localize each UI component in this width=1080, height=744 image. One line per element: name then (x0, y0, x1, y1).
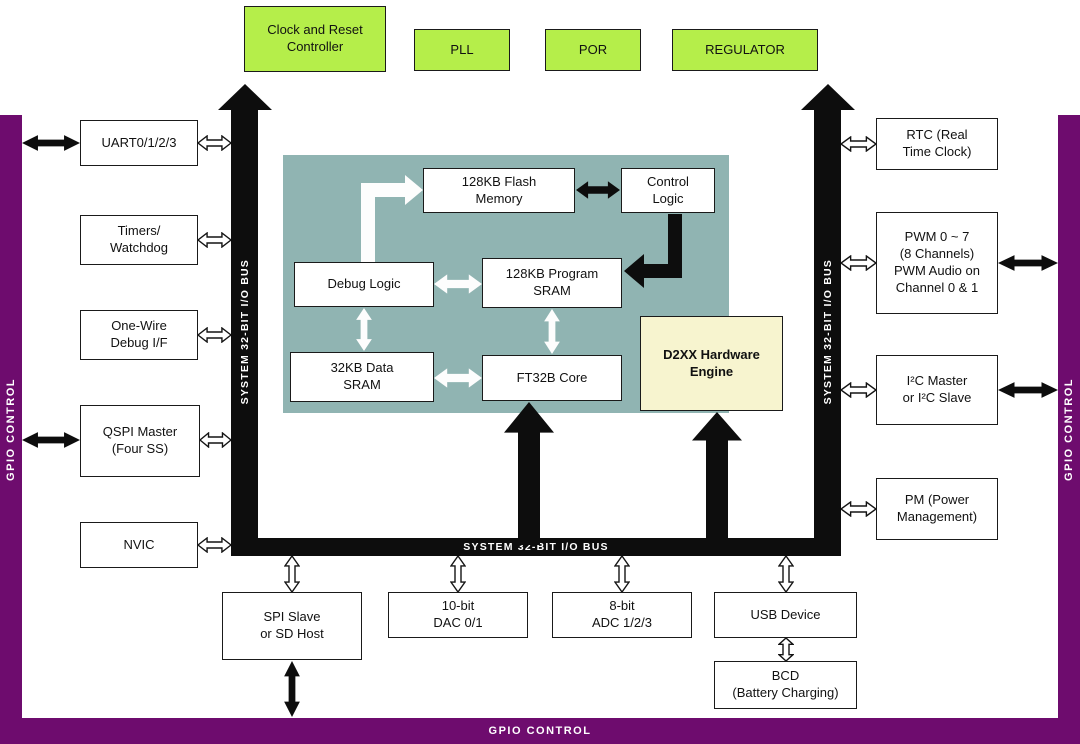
gpio-bar-left-label: GPIO CONTROL (5, 378, 17, 481)
system-bus-right: SYSTEM 32-BIT I/O BUS (814, 108, 841, 556)
debug-logic-block: Debug Logic (294, 262, 434, 307)
gpio-bar-bottom: GPIO CONTROL (0, 718, 1080, 744)
timers-bus-arrow (198, 232, 231, 248)
i2c-block: I²C Master or I²C Slave (876, 355, 998, 425)
qspi-master-block: QSPI Master (Four SS) (80, 405, 200, 477)
nvic-bus-arrow (198, 537, 231, 553)
left-bus-arrowhead-icon (218, 84, 272, 110)
gpio-uart-arrow (22, 134, 80, 152)
system-bus-bottom-label: SYSTEM 32-BIT I/O BUS (463, 541, 609, 553)
program-sram-block: 128KB Program SRAM (482, 258, 622, 308)
pm-block: PM (Power Management) (876, 478, 998, 540)
debug-to-flash-arrow (353, 173, 423, 263)
psram-core-arrow (543, 309, 561, 354)
flash-memory-block: 128KB Flash Memory (423, 168, 575, 213)
system-bus-left: SYSTEM 32-BIT I/O BUS (231, 108, 258, 556)
debug-psram-arrow (434, 273, 482, 295)
debug-dsram-arrow (355, 308, 373, 351)
pwm-block: PWM 0 ~ 7 (8 Channels) PWM Audio on Chan… (876, 212, 998, 314)
timers-watchdog-block: Timers/ Watchdog (80, 215, 198, 265)
gpio-bar-bottom-label: GPIO CONTROL (488, 725, 592, 737)
dac-block: 10-bit DAC 0/1 (388, 592, 528, 638)
adc-block: 8-bit ADC 1/2/3 (552, 592, 692, 638)
gpio-qspi-arrow (22, 431, 80, 449)
bus-pwm-arrow (841, 255, 876, 271)
spi-slave-block: SPI Slave or SD Host (222, 592, 362, 660)
clock-reset-block: Clock and Reset Controller (244, 6, 386, 72)
pwm-gpio-arrow (998, 254, 1058, 272)
one-wire-debug-block: One-Wire Debug I/F (80, 310, 198, 360)
gpio-bar-right: GPIO CONTROL (1058, 115, 1080, 744)
usb-bcd-arrow (778, 638, 794, 661)
flash-control-arrow (576, 180, 620, 200)
control-to-psram-arrow (624, 214, 704, 292)
right-bus-arrowhead-icon (801, 84, 855, 110)
control-logic-block: Control Logic (621, 168, 715, 213)
onewire-bus-arrow (198, 327, 231, 343)
system-bus-bottom: SYSTEM 32-BIT I/O BUS (231, 538, 841, 556)
bus-usb-arrow (778, 556, 794, 592)
rtc-block: RTC (Real Time Clock) (876, 118, 998, 170)
spi-gpio-arrow (283, 661, 301, 717)
system-bus-right-label: SYSTEM 32-BIT I/O BUS (821, 259, 834, 405)
system-bus-left-label: SYSTEM 32-BIT I/O BUS (238, 259, 251, 405)
uart-bus-arrow (198, 135, 231, 151)
bus-dac-arrow (450, 556, 466, 592)
bus-to-d2xx-arrow (692, 412, 742, 545)
d2xx-engine-block: D2XX Hardware Engine (640, 316, 783, 411)
nvic-block: NVIC (80, 522, 198, 568)
uart-block: UART0/1/2/3 (80, 120, 198, 166)
bus-adc-arrow (614, 556, 630, 592)
bus-pm-arrow (841, 501, 876, 517)
bus-rtc-arrow (841, 136, 876, 152)
regulator-block: REGULATOR (672, 29, 818, 71)
data-sram-block: 32KB Data SRAM (290, 352, 434, 402)
usb-device-block: USB Device (714, 592, 857, 638)
dsram-core-arrow (434, 367, 482, 389)
bus-i2c-arrow (841, 382, 876, 398)
por-block: POR (545, 29, 641, 71)
qspi-bus-arrow (200, 432, 231, 448)
pll-block: PLL (414, 29, 510, 71)
gpio-bar-right-label: GPIO CONTROL (1063, 378, 1075, 481)
gpio-bar-left: GPIO CONTROL (0, 115, 22, 744)
bus-to-core-arrow (504, 402, 554, 545)
bus-spi-arrow (284, 556, 300, 592)
i2c-gpio-arrow (998, 381, 1058, 399)
bcd-block: BCD (Battery Charging) (714, 661, 857, 709)
ft32b-core-block: FT32B Core (482, 355, 622, 401)
